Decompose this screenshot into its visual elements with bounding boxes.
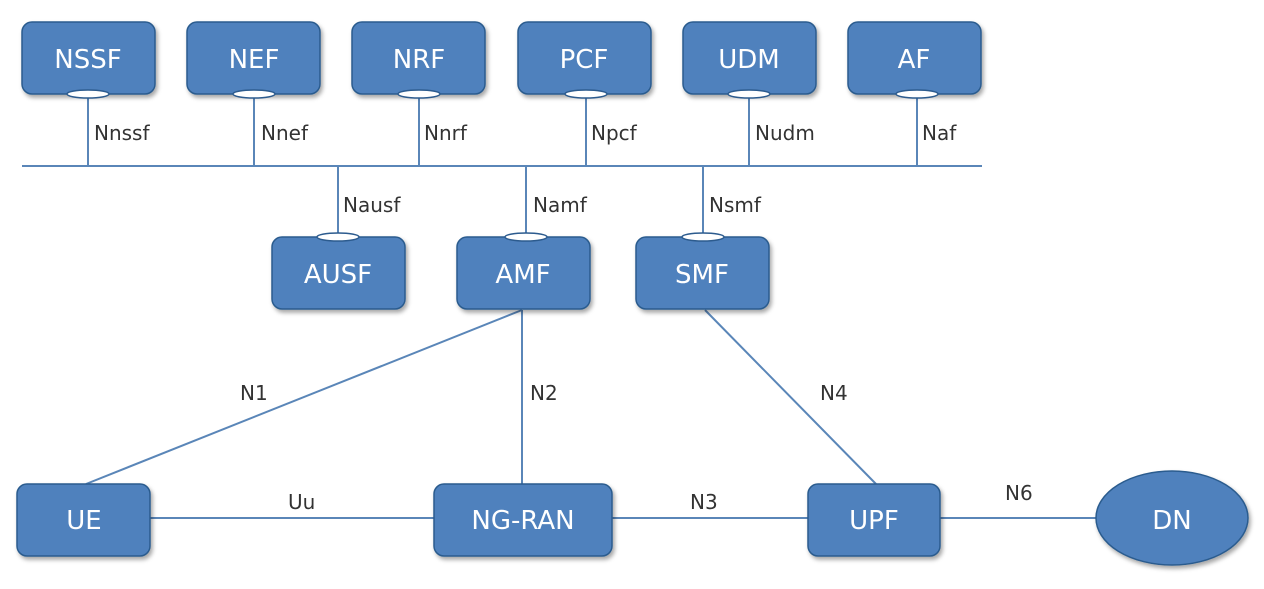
upf-label: UPF (849, 506, 899, 536)
nnef-label: Nnef (261, 121, 309, 145)
amf-node[interactable]: AMF (456, 236, 591, 310)
nssf-port (66, 89, 110, 99)
af-port (895, 89, 939, 99)
npcf-label: Npcf (591, 121, 638, 145)
n1-label: N1 (240, 381, 268, 405)
amf-label: AMF (495, 260, 550, 290)
nef-node[interactable]: NEF (186, 21, 321, 95)
nssf-label: NSSF (54, 45, 121, 75)
ausf-label: AUSF (304, 260, 372, 290)
dn-label: DN (1152, 506, 1191, 536)
n3-label: N3 (690, 490, 718, 514)
af-label: AF (898, 45, 931, 75)
nnssf-label: Nnssf (94, 121, 150, 145)
amf-port (504, 232, 548, 242)
n6-label: N6 (1005, 481, 1033, 505)
pcf-node[interactable]: PCF (517, 21, 652, 95)
nef-label: NEF (229, 45, 280, 75)
ng-ran-node[interactable]: NG-RAN (433, 483, 613, 557)
nausf-label: Nausf (343, 193, 401, 217)
nef-port (232, 89, 276, 99)
udm-port (727, 89, 771, 99)
nrf-port (397, 89, 441, 99)
smf-label: SMF (675, 260, 729, 290)
n4-link (704, 309, 877, 485)
pcf-label: PCF (560, 45, 609, 75)
n4-label: N4 (820, 381, 848, 405)
pcf-port (564, 89, 608, 99)
af-node[interactable]: AF (847, 21, 982, 95)
namf-label: Namf (533, 193, 588, 217)
nsmf-label: Nsmf (709, 193, 762, 217)
upf-node[interactable]: UPF (807, 483, 941, 557)
nrf-label: NRF (393, 45, 445, 75)
ausf-node[interactable]: AUSF (271, 236, 406, 310)
nnrf-label: Nnrf (424, 121, 468, 145)
ue-label: UE (66, 506, 101, 536)
smf-port (681, 232, 725, 242)
dn-node[interactable]: DN (1095, 470, 1249, 566)
ng-ran-label: NG-RAN (471, 506, 574, 536)
uu-label: Uu (288, 490, 315, 514)
n1-link (85, 309, 523, 485)
nudm-label: Nudm (755, 121, 815, 145)
smf-node[interactable]: SMF (635, 236, 770, 310)
ausf-port (316, 232, 360, 242)
ue-node[interactable]: UE (16, 483, 151, 557)
nrf-node[interactable]: NRF (351, 21, 486, 95)
naf-label: Naf (922, 121, 957, 145)
udm-node[interactable]: UDM (682, 21, 817, 95)
n2-label: N2 (530, 381, 558, 405)
nssf-node[interactable]: NSSF (21, 21, 156, 95)
udm-label: UDM (718, 45, 779, 75)
